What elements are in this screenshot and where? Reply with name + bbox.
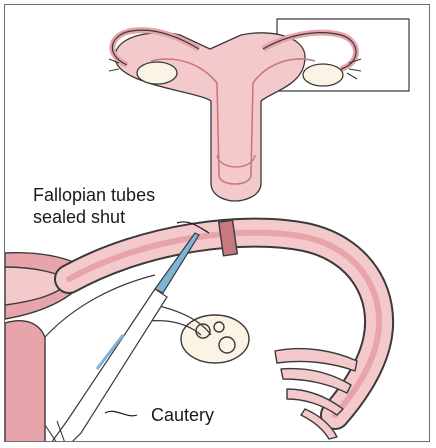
uterus-outline xyxy=(115,33,305,201)
cautery-label: Cautery xyxy=(151,405,214,425)
left-ovary xyxy=(137,62,177,84)
cautery-shaft xyxy=(51,289,167,442)
fallopian-label-line2: sealed shut xyxy=(33,207,125,227)
ligament xyxy=(5,321,45,442)
right-ovary xyxy=(303,64,343,86)
ovary xyxy=(181,315,249,363)
diagram-frame: Fallopian tubes sealed shut Cautery xyxy=(4,4,430,442)
cautery-leader-line xyxy=(105,411,137,416)
fallopian-label-line1: Fallopian tubes xyxy=(33,185,155,205)
inset-uterus-diagram xyxy=(109,19,409,201)
